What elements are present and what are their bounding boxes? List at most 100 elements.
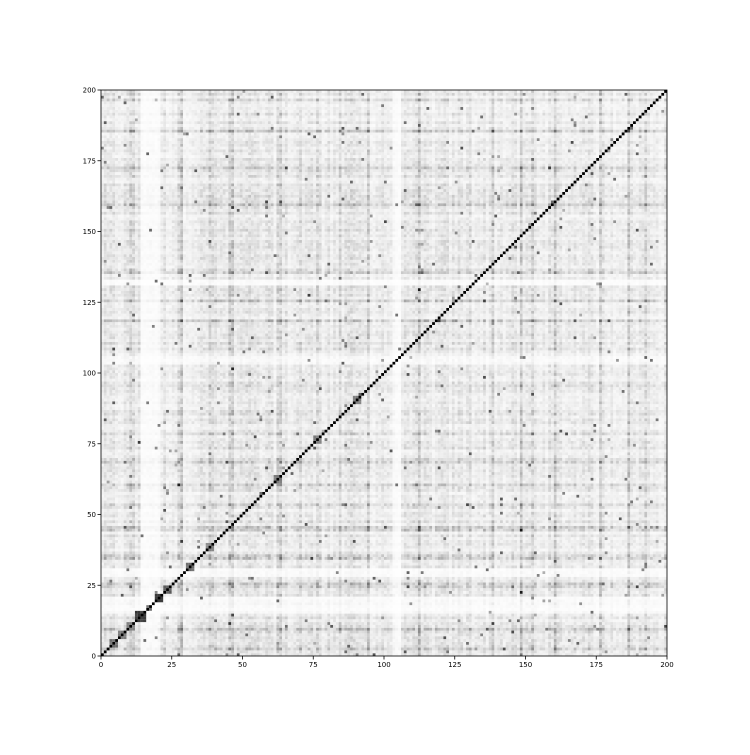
heatmap-cell: [270, 613, 274, 617]
heatmap-cell: [641, 650, 645, 654]
heatmap-cell: [245, 627, 249, 631]
heatmap-cell: [350, 641, 353, 645]
heatmap-cell: [185, 627, 189, 631]
heatmap-cell: [644, 622, 648, 625]
heatmap-cell: [236, 633, 240, 637]
heatmap-cell: [406, 644, 410, 648]
heatmap-cell: [352, 653, 356, 657]
heatmap-cell: [106, 616, 110, 620]
heatmap-cell: [341, 630, 345, 634]
heatmap-cell: [601, 644, 605, 648]
heatmap-cell: [347, 602, 351, 606]
heatmap-cell: [197, 593, 201, 597]
heatmap-cell: [327, 647, 331, 651]
heatmap-cell: [352, 588, 356, 591]
heatmap-cell: [282, 647, 285, 651]
heatmap-cell: [477, 599, 481, 603]
heatmap-cell: [185, 622, 189, 625]
heatmap-cell: [205, 650, 209, 654]
heatmap-cell: [517, 619, 520, 623]
heatmap-cell: [508, 627, 512, 631]
heatmap-cell: [250, 596, 254, 600]
heatmap-cell: [132, 593, 136, 597]
heatmap-cell: [443, 607, 447, 611]
heatmap-cell: [265, 644, 269, 648]
heatmap-cell: [641, 653, 645, 657]
heatmap-cell: [149, 599, 152, 603]
heatmap-cell: [225, 653, 229, 657]
heatmap-cell: [638, 636, 642, 640]
heatmap-cell: [539, 605, 543, 608]
heatmap-cell: [502, 627, 506, 631]
heatmap-cell: [647, 641, 651, 645]
heatmap-cell: [466, 624, 469, 628]
heatmap-cell: [106, 607, 110, 611]
heatmap-cell: [137, 622, 141, 625]
heatmap-cell: [417, 650, 421, 654]
heatmap-cell: [485, 624, 489, 628]
heatmap-cell: [650, 627, 653, 631]
heatmap-cell: [151, 619, 155, 623]
heatmap-cell: [364, 596, 368, 600]
heatmap-cell: [250, 588, 254, 591]
heatmap-cell: [259, 585, 263, 589]
heatmap-cell: [432, 613, 435, 617]
heatmap-cell: [355, 599, 359, 603]
heatmap-cell: [483, 627, 486, 631]
heatmap-cell: [384, 599, 387, 603]
heatmap-cell: [434, 599, 438, 603]
heatmap-cell: [259, 590, 263, 594]
heatmap-cell: [324, 624, 328, 628]
heatmap-cell: [307, 585, 311, 589]
heatmap-cell: [327, 588, 331, 591]
heatmap-cell: [443, 644, 447, 648]
heatmap-cell: [497, 650, 501, 654]
heatmap-cell: [582, 622, 585, 625]
heatmap-cell: [437, 644, 441, 648]
heatmap-cell: [188, 619, 192, 623]
heatmap-cell: [463, 602, 467, 606]
heatmap-cell: [316, 605, 319, 608]
heatmap-cell: [324, 647, 328, 651]
heatmap-cell: [562, 627, 566, 631]
heatmap-cell: [525, 599, 529, 603]
heatmap-cell: [536, 588, 540, 591]
heatmap-cell: [582, 588, 585, 591]
heatmap-cell: [316, 650, 319, 654]
heatmap-cell: [256, 585, 260, 589]
heatmap-cell: [134, 639, 138, 642]
heatmap-cell: [180, 644, 184, 648]
heatmap-cell: [647, 653, 651, 657]
heatmap-cell: [256, 641, 260, 645]
heatmap-cell: [519, 633, 523, 637]
heatmap-cell: [140, 641, 144, 645]
heatmap-cell: [466, 630, 469, 634]
heatmap-cell: [166, 650, 169, 654]
heatmap-cell: [103, 596, 107, 600]
heatmap-cell: [522, 613, 526, 617]
heatmap-cell: [242, 633, 246, 637]
heatmap-cell: [398, 650, 402, 654]
heatmap-cell: [270, 639, 274, 642]
heatmap-cell: [333, 613, 336, 617]
heatmap-cell: [429, 650, 433, 654]
heatmap-cell: [432, 644, 435, 648]
heatmap-cell: [310, 633, 314, 637]
heatmap-cell: [548, 613, 552, 617]
heatmap-cell: [528, 653, 532, 657]
heatmap-cell: [123, 585, 127, 589]
heatmap-cell: [616, 636, 619, 640]
heatmap-cell: [488, 627, 492, 631]
heatmap-cell: [355, 639, 359, 642]
heatmap-cell: [358, 636, 362, 640]
heatmap-cell: [652, 585, 656, 589]
heatmap-cell: [655, 641, 659, 645]
heatmap-cell: [256, 607, 260, 611]
heatmap-cell: [488, 585, 492, 589]
heatmap-cell: [494, 641, 498, 645]
heatmap-cell: [519, 605, 523, 608]
heatmap-cell: [109, 650, 113, 654]
heatmap-cell: [361, 644, 365, 648]
heatmap-cell: [279, 585, 283, 589]
heatmap-cell: [531, 593, 535, 597]
